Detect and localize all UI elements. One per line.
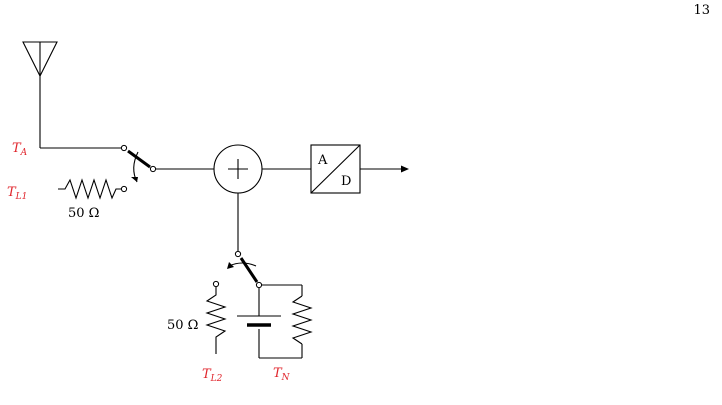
battery-icon: [237, 315, 281, 327]
load2-resistance-label: 50 Ω: [167, 318, 198, 333]
input-switch-icon: [120, 144, 157, 193]
load1-resistance-label: 50 Ω: [68, 206, 99, 221]
load1-temp-label: TL1: [7, 185, 27, 202]
antenna-temp-label: TA: [12, 141, 28, 158]
load-resistor-2-icon: [205, 287, 227, 354]
load2-temp-label: TL2: [202, 367, 223, 384]
noise-temp-label: TN: [273, 366, 291, 383]
calibration-switch-icon: [212, 250, 263, 289]
page-number: 13: [693, 3, 710, 18]
antenna-icon: [22, 41, 58, 148]
output-arrow-icon: [360, 165, 409, 173]
adc-label-a: A: [317, 153, 328, 168]
noise-source-wiring: [258, 284, 303, 359]
noise-resistor-icon: [291, 295, 313, 345]
adc-label-d: D: [341, 174, 351, 189]
load-resistor-1-icon: [58, 178, 121, 200]
summing-junction-icon: [213, 144, 263, 194]
